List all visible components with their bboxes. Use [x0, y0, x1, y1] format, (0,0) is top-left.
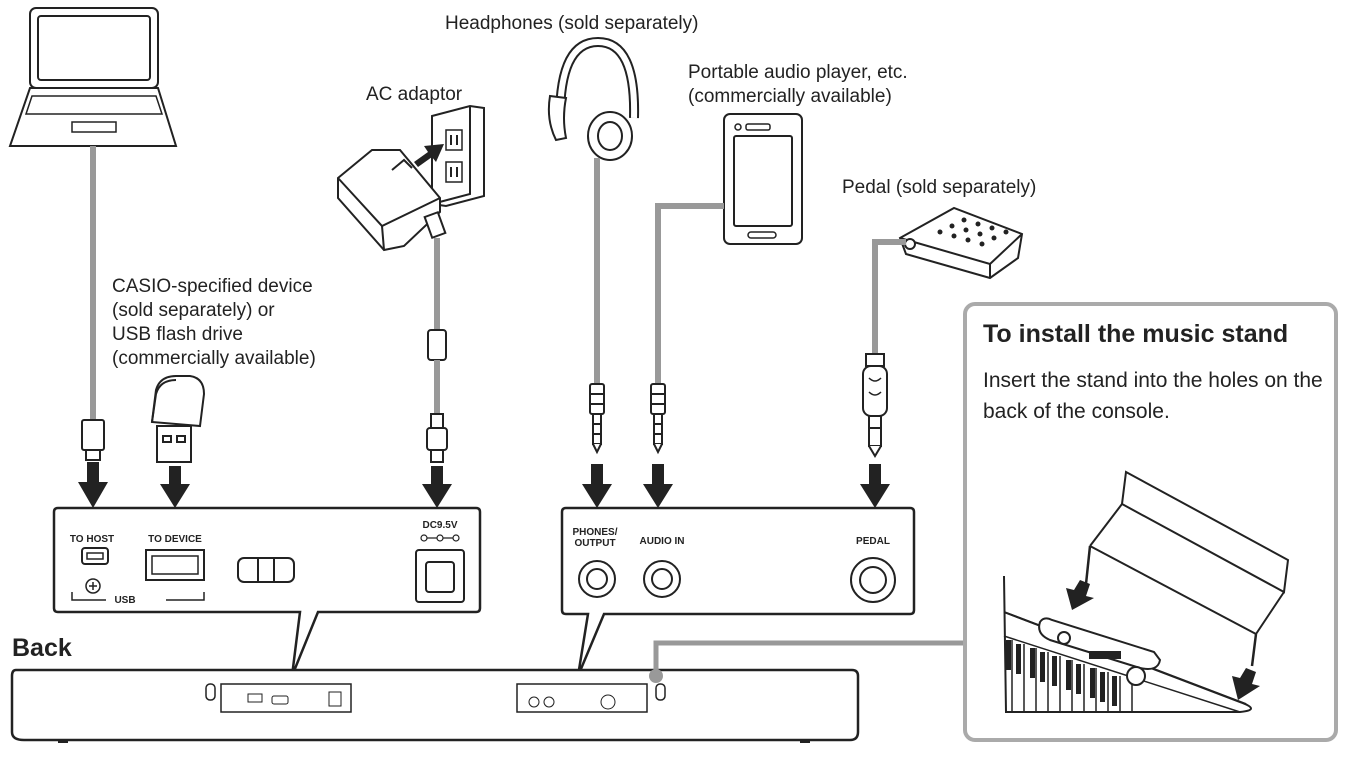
stereo-plug-audio — [650, 383, 666, 455]
to-device-label: TO DEVICE — [148, 534, 202, 545]
insert-arrow-icon — [414, 144, 444, 167]
arrow-down-icon — [160, 466, 190, 508]
casio-device-label-2: (sold separately) or — [112, 300, 275, 321]
casio-device-label-1: CASIO-specified device — [112, 276, 313, 297]
down-arrows — [78, 462, 890, 508]
stereo-plug-headphones — [589, 383, 605, 455]
piano-back-body — [10, 668, 860, 743]
ac-adaptor-label: AC adaptor — [366, 84, 463, 105]
wall-outlet-illustration — [431, 104, 485, 208]
pedal-label: Pedal (sold separately) — [842, 177, 1037, 198]
arrow-down-icon — [1232, 668, 1260, 700]
stand-callout-line — [653, 640, 965, 676]
pedal-illustration — [898, 206, 1024, 280]
casio-device-label-4: (commercially available) — [112, 348, 316, 369]
portable-player-label-1: Portable audio player, etc. — [688, 62, 908, 83]
casio-device-label-3: USB flash drive — [112, 324, 243, 345]
stand-insert-arrows — [1066, 580, 1260, 700]
ferrite-core — [427, 329, 447, 361]
pedal-cable — [872, 239, 906, 354]
right-port-panel — [560, 506, 916, 677]
pedal-port-label: PEDAL — [856, 536, 890, 547]
arrow-down-icon — [78, 462, 108, 508]
usb-flash-drive-illustration — [150, 375, 206, 463]
ac-adaptor-illustration — [337, 149, 447, 252]
standard-plug-pedal — [862, 353, 888, 458]
headphones-label: Headphones (sold separately) — [445, 13, 699, 34]
arrow-down-icon — [1066, 580, 1094, 610]
arrow-down-icon — [643, 464, 673, 508]
music-stand-title: To install the music stand — [983, 320, 1289, 348]
stand-hole-marker — [649, 669, 663, 683]
audio-in-label: AUDIO IN — [640, 536, 685, 547]
to-host-label: TO HOST — [70, 534, 114, 545]
arrow-down-icon — [860, 464, 890, 508]
usb-label: USB — [114, 595, 135, 606]
left-port-panel — [52, 506, 482, 677]
phones-label-2: OUTPUT — [574, 538, 615, 549]
music-stand-description: Insert the stand into the holes on the b… — [983, 369, 1323, 423]
laptop-illustration — [8, 7, 178, 147]
dc-plug — [426, 413, 448, 463]
portable-audio-player-illustration — [723, 113, 803, 245]
music-stand-illustration — [1003, 470, 1290, 713]
dc-label: DC9.5V — [422, 520, 457, 531]
micro-usb-plug — [81, 419, 105, 461]
audio-cable — [655, 203, 724, 384]
back-title: Back — [12, 634, 72, 662]
headphones-illustration — [547, 36, 640, 161]
portable-player-label-2: (commercially available) — [688, 86, 892, 107]
arrow-down-icon — [422, 466, 452, 508]
phones-label-1: PHONES/ — [572, 527, 617, 538]
arrow-down-icon — [582, 464, 612, 508]
